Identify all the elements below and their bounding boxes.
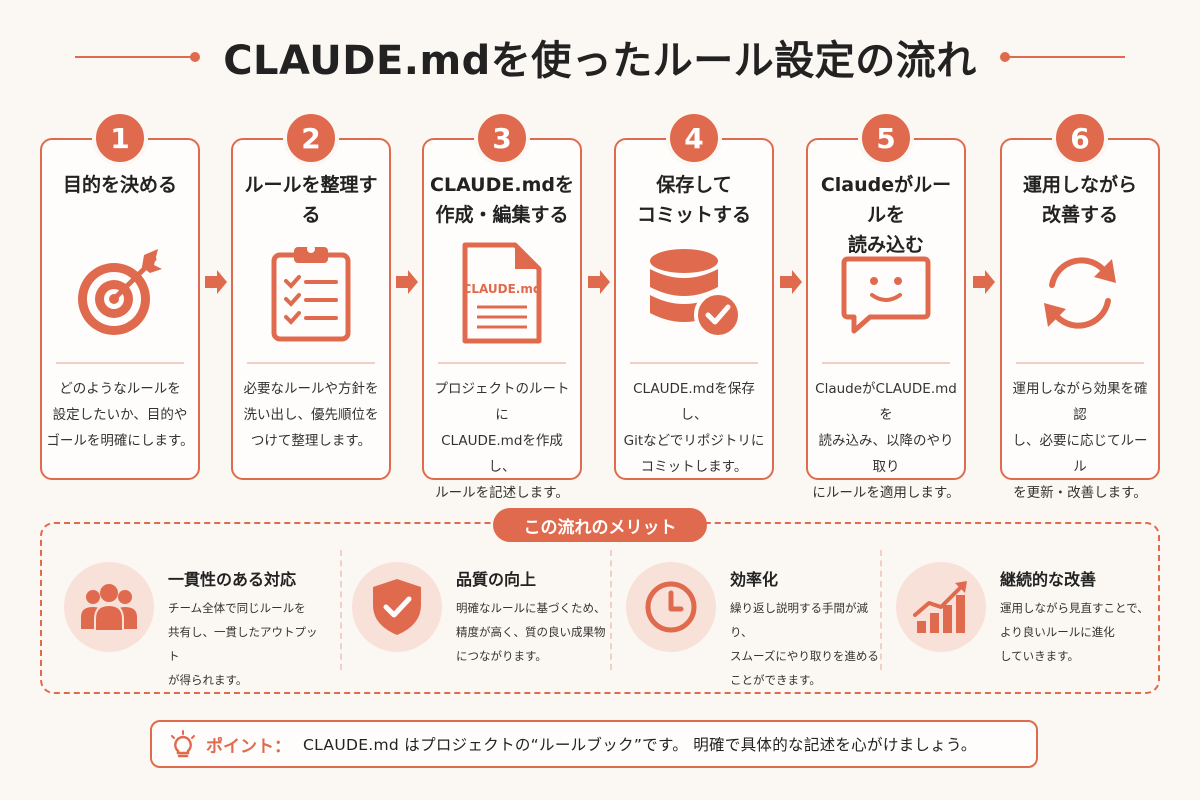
shield-check-icon [352,562,442,652]
merit-divider [610,550,612,670]
merit-divider [880,550,882,670]
step-description: どのようなルールを 設定したいか、目的や ゴールを明確にします。 [46,381,194,449]
step-title: ルールを整理する [244,174,378,226]
merit-title: 継続的な改善 [1000,570,1097,589]
step-description: プロジェクトのルートに CLAUDE.mdを作成し、 ルールを記述します。 [434,381,570,501]
point-banner: ポイント： CLAUDE.md はプロジェクトの“ルールブック”です。 明確で具… [150,720,1038,768]
point-label: ポイント： [206,736,291,757]
step-2: 2 ルールを整理する 必要なルールや方針を 洗い出し、優先順位を つけて整理しま… [231,110,391,480]
step-description: ClaudeがCLAUDE.mdを 読み込み、以降のやり取り にルールを適用しま… [812,381,960,501]
step-divider [822,362,950,364]
document-icon: CLAUDE.md [452,238,552,348]
clock-icon [626,562,716,652]
step-divider [438,362,566,364]
step-description: 運用しながら効果を確認 し、必要に応じてルール を更新・改善します。 [1012,381,1148,501]
step-title: CLAUDE.mdを 作成・編集する [430,174,574,226]
step-number: 1 [92,110,148,166]
step-1: 1 目的を決める どのようなルールを 設定したいか、目的や ゴールを明確にします… [40,110,200,480]
arrow-right-icon [205,270,227,294]
step-3: 3 CLAUDE.mdを 作成・編集する CLAUDE.md プロジェクトのルー… [422,110,582,501]
merit-description: 明確なルールに基づくため、 精度が高く、質の良い成果物 につながります。 [456,601,606,663]
flow-steps: 1 目的を決める どのようなルールを 設定したいか、目的や ゴールを明確にします… [0,110,1200,501]
step-4: 4 保存して コミットする CLAUDE.mdを保存し、 Gitなどでリポジトリ… [614,110,774,480]
merit-title: 一貫性のある対応 [168,570,297,589]
arrow-right-icon [588,270,610,294]
step-divider [630,362,758,364]
step-6: 6 運用しながら 改善する 運用しながら効果を確認 し、必要に応じてルール を更… [1000,110,1160,501]
step-description: CLAUDE.mdを保存し、 Gitなどでリポジトリに コミットします。 [623,381,765,475]
arrow-right-icon [396,270,418,294]
database-check-icon [644,238,744,348]
smile-chat-icon [836,238,936,348]
cycle-arrows-icon [1030,238,1130,348]
merit-quality: 品質の向上 明確なルールに基づくため、 精度が高く、質の良い成果物 につながりま… [334,550,606,680]
step-description: 必要なルールや方針を 洗い出し、優先順位を つけて整理します。 [243,381,379,449]
step-number: 2 [283,110,339,166]
step-number: 4 [666,110,722,166]
merits-panel: この流れのメリット 一貫性のある対応 チーム全体で同じルールを 共有し、一貫した… [40,508,1160,694]
merit-title: 品質の向上 [456,570,537,589]
merit-efficiency: 効率化 繰り返し説明する手間が減り、 スムーズにやり取りを進める ことができます… [608,550,879,687]
step-number: 5 [858,110,914,166]
step-divider [247,362,375,364]
people-icon [64,562,154,652]
document-icon-label: CLAUDE.md [463,282,542,296]
merit-description: 運用しながら見直すことで、 より良いルールに進化 していきます。 [1000,601,1149,663]
lightbulb-icon [171,730,195,758]
merit-divider [340,550,342,670]
clipboard-checklist-icon [261,238,361,348]
step-divider [56,362,184,364]
merit-description: 繰り返し説明する手間が減り、 スムーズにやり取りを進める ことができます。 [730,601,879,687]
arrow-right-icon [973,270,995,294]
point-text: CLAUDE.md はプロジェクトの“ルールブック”です。 明確で具体的な記述を… [303,736,977,754]
merit-description: チーム全体で同じルールを 共有し、一貫したアウトプット が得られます。 [168,601,318,687]
merit-consistency: 一貫性のある対応 チーム全体で同じルールを 共有し、一貫したアウトプット が得ら… [46,550,318,687]
step-title: Claudeがルールを 読み込む [820,174,952,256]
target-icon [70,238,170,348]
merits-title: この流れのメリット [493,508,707,542]
step-title: 運用しながら 改善する [1022,174,1137,226]
page-title: CLAUDE.mdを使ったルール設定の流れ [223,38,977,84]
step-number: 3 [474,110,530,166]
step-title: 保存して コミットする [636,174,751,226]
growth-chart-icon [896,562,986,652]
title-row: CLAUDE.mdを使ったルール設定の流れ [0,22,1200,92]
step-5: 5 Claudeがルールを 読み込む ClaudeがCLAUDE.mdを 読み込… [806,110,966,501]
merit-continuous-improvement: 継続的な改善 運用しながら見直すことで、 より良いルールに進化 していきます。 [878,550,1149,680]
step-title: 目的を決める [62,174,177,196]
step-divider [1016,362,1144,364]
step-number: 6 [1052,110,1108,166]
arrow-right-icon [780,270,802,294]
merit-title: 効率化 [730,570,779,589]
title-decoration-right [999,52,1125,62]
title-decoration-left [75,52,201,62]
